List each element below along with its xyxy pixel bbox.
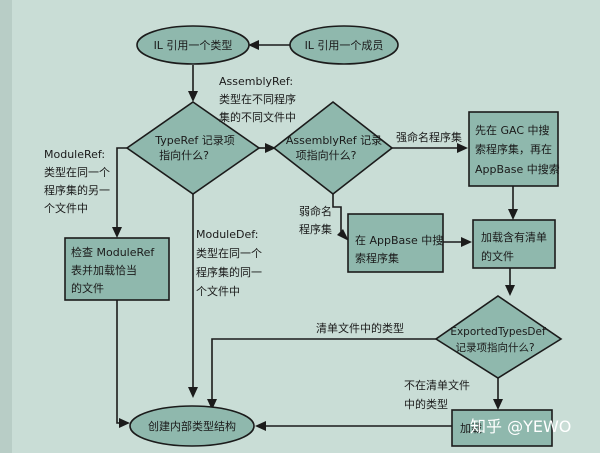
edge-asmref-to-appbase (332, 194, 342, 232)
label-not-in-manifest: 不在清单文件 中的类型 (404, 378, 470, 411)
not-in-manifest-label-1: 不在清单文件 (404, 378, 470, 392)
node-load-final: 加载 (451, 409, 553, 447)
arrow-head (508, 209, 518, 220)
arrow-head (337, 229, 349, 241)
asmref-line-1: AssemblyRef 记录 (286, 134, 382, 147)
arrow-head (188, 91, 198, 102)
appbase-line-2: 索程序集 (355, 251, 399, 265)
node-exported-decision: ExportedTypesDef 记录项指向什么? (434, 295, 563, 379)
assemblyref-label-1: AssemblyRef: (219, 75, 293, 88)
node-il-type: IL 引用一个类型 (136, 25, 250, 65)
appbase-line-1: 在 AppBase 中搜 (355, 233, 443, 247)
weak-label-1: 弱命名 (299, 204, 332, 218)
asmref-line-2: 项指向什么? (296, 148, 357, 162)
label-moduleref: ModuleRef: 类型在同一个 程序集的另一 个文件中 (44, 148, 110, 215)
gac-line-3: AppBase 中搜索 (475, 162, 560, 176)
watermark: 知乎 @YEWO (470, 417, 571, 436)
arrow-head (112, 227, 122, 238)
node-il-member: IL 引用一个成员 (289, 25, 399, 65)
typeref-line-2: 指向什么? (159, 148, 209, 162)
not-in-manifest-label-2: 中的类型 (404, 397, 448, 411)
arrow-head (505, 285, 515, 296)
moduledef-label-4: 个文件中 (196, 284, 240, 298)
load-manifest-line-1: 加载含有清单 (481, 230, 547, 244)
arrow-head (119, 418, 130, 428)
moduledef-label-2: 类型在同一个 (196, 246, 262, 260)
page-edge (0, 0, 12, 453)
node-load-manifest: 加载含有清单 的文件 (472, 219, 556, 269)
connectors (112, 40, 518, 431)
moduleref-label-1: ModuleRef: (44, 148, 105, 161)
node-typeref-decision: TypeRef 记录项 指向什么? (125, 101, 261, 195)
arrow-head (255, 421, 266, 431)
gac-line-2: 索程序集，再在 (475, 142, 552, 156)
moduledef-label-3: 程序集的同一 (196, 265, 262, 279)
node-create-type: 创建内部类型结构 (129, 405, 255, 447)
moduledef-label-1: ModuleDef: (196, 228, 258, 241)
assemblyref-label-2: 类型在不同程序 (219, 92, 296, 106)
label-in-manifest: 清单文件中的类型 (316, 321, 404, 335)
check-moduleref-line-3: 的文件 (71, 281, 104, 295)
node-asmref-decision: AssemblyRef 记录 项指向什么? (272, 100, 394, 196)
label-moduledef: ModuleDef: 类型在同一个 程序集的同一 个文件中 (196, 228, 262, 298)
create-type-text: 创建内部类型结构 (148, 419, 236, 433)
arrow-head (461, 237, 472, 247)
assemblyref-label-3: 集的不同文件中 (219, 110, 296, 124)
arrow-head (265, 143, 276, 153)
arrow-head (207, 399, 217, 410)
node-appbase-search: 在 AppBase 中搜 索程序集 (347, 213, 444, 273)
exported-line-2: 记录项指向什么? (455, 341, 534, 354)
exported-line-1: ExportedTypesDef (450, 326, 546, 338)
node-il-member-text: IL 引用一个成员 (305, 38, 384, 52)
load-manifest-line-2: 的文件 (481, 249, 514, 263)
node-gac-search: 先在 GAC 中搜 索程序集，再在 AppBase 中搜索 (468, 111, 560, 187)
label-strong-named: 强命名程序集 (396, 130, 462, 144)
typeref-line-1: TypeRef 记录项 (154, 134, 235, 147)
arrow-head (188, 387, 198, 398)
moduleref-label-2: 类型在同一个 (44, 165, 110, 179)
label-weak-named: 弱命名 程序集 (299, 204, 332, 236)
check-moduleref-line-1: 检查 ModuleRef (71, 245, 155, 259)
node-check-moduleref: 检查 ModuleRef 表并加载恰当 的文件 (64, 237, 170, 301)
edge-typeref-to-moduleref (116, 147, 127, 228)
node-il-type-text: IL 引用一个类型 (154, 38, 233, 52)
edge-moduleref-to-create (116, 300, 120, 424)
label-assemblyref: AssemblyRef: 类型在不同程序 集的不同文件中 (219, 75, 296, 124)
gac-line-1: 先在 GAC 中搜 (475, 123, 550, 137)
arrow-head (248, 40, 259, 50)
edge-exported-to-create (211, 338, 437, 420)
arrow-head (493, 399, 503, 410)
moduleref-label-4: 个文件中 (44, 201, 88, 215)
weak-label-2: 程序集 (299, 222, 332, 236)
moduleref-label-3: 程序集的另一 (44, 183, 110, 197)
arrow-head (457, 143, 468, 153)
load-final-text: 加载 (460, 422, 482, 435)
check-moduleref-line-2: 表并加载恰当 (71, 263, 137, 277)
